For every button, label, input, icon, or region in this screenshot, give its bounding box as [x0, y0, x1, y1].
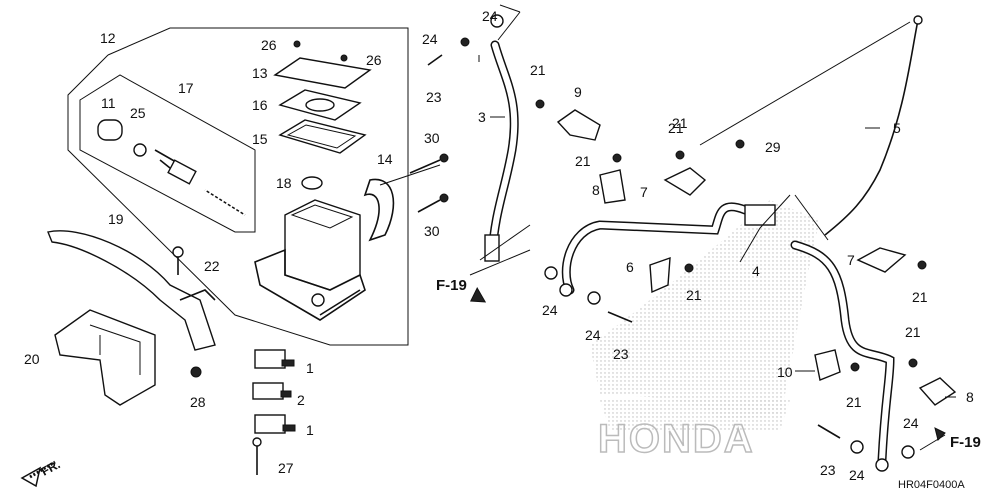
callout-3: 3	[478, 109, 486, 125]
callout-6: 6	[626, 259, 634, 275]
callout-21-e: 21	[912, 289, 928, 305]
callout-21-b: 21	[575, 153, 591, 169]
callout-21-c: 21	[672, 115, 688, 131]
callout-17: 17	[178, 80, 194, 96]
callout-24-e: 24	[849, 467, 865, 483]
callout-28: 28	[190, 394, 206, 410]
callout-21-f: 21	[905, 324, 921, 340]
callout-13: 13	[252, 65, 268, 81]
callout-30-lower: 30	[424, 223, 440, 239]
callout-23-middle: 23	[613, 346, 629, 362]
callout-5: 5	[893, 120, 901, 136]
callout-27: 27	[278, 460, 294, 476]
callout-15: 15	[252, 131, 268, 147]
callout-30-upper: 30	[424, 130, 440, 146]
lower-brake-hoses	[559, 202, 895, 472]
bolts-and-washers	[535, 99, 927, 459]
piston-spring	[203, 187, 247, 218]
ref-arrows	[20, 287, 946, 488]
hose-clamps	[556, 109, 957, 406]
callout-24-c: 24	[542, 302, 558, 318]
master-cylinder-body	[254, 176, 395, 321]
callout-23-upper: 23	[426, 89, 442, 105]
brake-lever	[47, 230, 216, 378]
callout-14: 14	[377, 151, 393, 167]
callout-11: 11	[101, 95, 116, 111]
callout-23-lower: 23	[820, 462, 836, 478]
callout-25: 25	[130, 105, 146, 121]
callout-26-right: 26	[366, 52, 382, 68]
lever-cover	[54, 309, 156, 406]
callout-21-g: 21	[846, 394, 862, 410]
bolts-30	[409, 153, 449, 213]
brake-pipe	[699, 15, 923, 236]
callout-24-a: 24	[482, 8, 498, 24]
reservoir-cap-parts	[273, 40, 372, 154]
callout-21-d: 21	[686, 287, 702, 303]
callout-1-upper: 1	[306, 360, 314, 376]
ref-label-f19-right: F-19	[950, 434, 981, 451]
upper-brake-hose	[427, 14, 519, 262]
callout-21-a: 21	[530, 62, 546, 78]
callout-8-left: 8	[592, 182, 600, 198]
front-arrow-label: FR.	[39, 457, 63, 478]
figure-code: HR04F0400A	[898, 479, 965, 491]
callout-20: 20	[24, 351, 40, 367]
callout-12: 12	[100, 30, 116, 46]
callout-22: 22	[204, 258, 220, 274]
callout-24-f: 24	[903, 415, 919, 431]
group-box-12	[67, 27, 409, 346]
three-way-joint	[744, 204, 776, 226]
callout-7-right: 7	[847, 252, 855, 268]
callout-7-left: 7	[640, 184, 648, 200]
callout-24-b: 24	[422, 31, 438, 47]
callout-2: 2	[297, 392, 305, 408]
callout-16: 16	[252, 97, 268, 113]
callout-8-right: 8	[966, 389, 974, 405]
callout-19: 19	[108, 211, 124, 227]
callout-26-left: 26	[261, 37, 277, 53]
callout-1-lower: 1	[306, 422, 314, 438]
piston-kit	[97, 119, 247, 218]
honda-wing-watermark: HONDA	[590, 200, 820, 462]
ref-label-f19-left: F-19	[436, 277, 467, 294]
callout-29: 29	[765, 139, 781, 155]
callout-21-h: 21	[668, 120, 684, 136]
callout-24-d: 24	[585, 327, 601, 343]
callout-10: 10	[777, 364, 793, 380]
callout-9: 9	[574, 84, 582, 100]
callout-18: 18	[276, 175, 292, 191]
callout-4: 4	[752, 263, 760, 279]
brake-switches	[252, 349, 296, 475]
honda-watermark-text: HONDA	[598, 417, 755, 461]
callout-labels: 1 1 2 3 4 5 6 7 7 8 8 9 10 11 12 13 14 1…	[24, 8, 981, 491]
